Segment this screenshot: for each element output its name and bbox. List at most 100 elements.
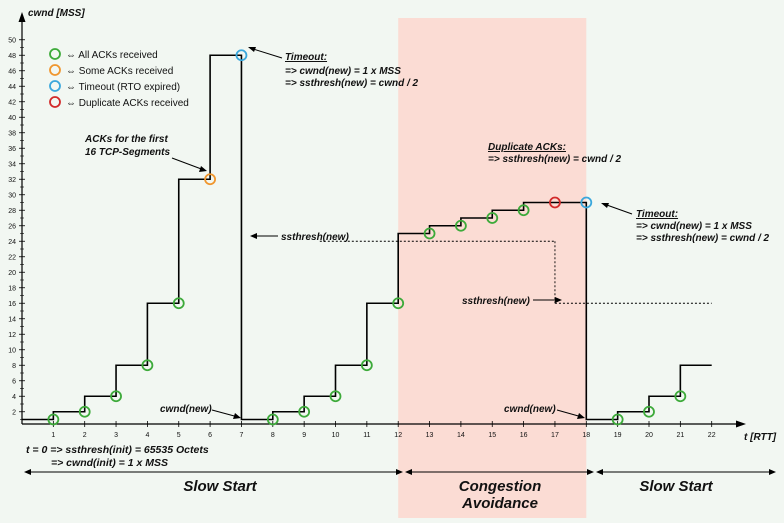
ack-marker-all xyxy=(329,390,342,403)
y-tick-label: 50 xyxy=(8,37,16,44)
x-axis-label: t [RTT] xyxy=(744,432,777,443)
x-axis-arrow-icon xyxy=(736,420,746,428)
ack-marker-all xyxy=(172,297,185,310)
timeout1-line2: => ssthresh(new) = cwnd / 2 xyxy=(285,78,419,89)
x-tick-label: 9 xyxy=(302,432,306,439)
ack-marker-all xyxy=(298,405,311,418)
x-tick-label: 11 xyxy=(363,432,370,439)
y-tick-label: 18 xyxy=(8,285,16,292)
y-tick-label: 2 xyxy=(12,409,16,416)
acks-first-line1: ACKs for the first xyxy=(84,134,168,145)
ack-marker-all xyxy=(360,359,373,372)
y-tick-label: 48 xyxy=(8,53,16,60)
x-tick-label: 4 xyxy=(145,432,149,439)
x-tick-label: 6 xyxy=(208,432,212,439)
ack-marker-all xyxy=(517,204,530,217)
ssthresh-new-pointer-1-arrow-icon xyxy=(250,233,257,239)
phase-arrow-slow-start-2-left-icon xyxy=(596,469,603,475)
ack-markers xyxy=(47,49,687,426)
legend-marker-all xyxy=(49,48,61,60)
ack-marker-all xyxy=(674,390,687,403)
ack-marker-all xyxy=(392,297,405,310)
y-tick-label: 12 xyxy=(8,332,16,339)
phase-congestion-line2: Avoidance xyxy=(461,495,538,512)
ack-marker-all xyxy=(110,390,122,403)
phase-arrow-congestion-right-icon xyxy=(587,469,594,475)
timeout2-line1: => cwnd(new) = 1 x MSS xyxy=(636,221,752,232)
ack-marker-all xyxy=(643,405,655,418)
x-tick-label: 7 xyxy=(239,432,243,439)
y-axis-arrow-icon xyxy=(18,12,26,22)
y-tick-label: 28 xyxy=(8,208,16,215)
ack-marker-dup xyxy=(549,196,561,209)
y-tick-label: 32 xyxy=(8,177,16,184)
ack-marker-all xyxy=(47,413,60,426)
y-tick-label: 38 xyxy=(8,130,16,137)
init-line2: => cwnd(init) = 1 x MSS xyxy=(51,457,168,469)
cwnd-new-pointer-2-arrow-icon xyxy=(577,413,585,419)
timeout1-line1: => cwnd(new) = 1 x MSS xyxy=(285,66,401,77)
x-tick-label: 21 xyxy=(676,432,684,439)
x-tick-label: 5 xyxy=(177,432,181,439)
y-tick-label: 6 xyxy=(12,378,16,385)
x-tick-label: 18 xyxy=(582,432,590,439)
y-tick-label: 30 xyxy=(8,192,16,199)
y-tick-label: 14 xyxy=(8,316,16,323)
ssthresh-new-label-2: ssthresh(new) xyxy=(462,296,530,307)
y-tick-label: 10 xyxy=(8,347,16,354)
cwnd-new-label-2: cwnd(new) xyxy=(504,404,556,415)
phase-arrow-slow-start-2-right-icon xyxy=(769,469,776,475)
ack-marker-all xyxy=(266,413,279,426)
cwnd-new-pointer-1-arrow-icon xyxy=(233,413,241,419)
y-tick-label: 20 xyxy=(8,270,16,277)
legend-label-dup: ⇔ Duplicate ACKs received xyxy=(66,98,189,109)
cwnd-step-line xyxy=(22,54,712,421)
phase-congestion-line1: Congestion xyxy=(459,478,542,495)
ack-marker-all xyxy=(454,219,467,232)
timeout1-pointer-arrow-icon xyxy=(248,47,256,52)
y-tick-label: 34 xyxy=(8,161,16,168)
y-tick-label: 44 xyxy=(8,84,16,91)
duplicate-title: Duplicate ACKs: xyxy=(488,142,566,153)
x-tick-label: 12 xyxy=(394,432,402,439)
phase-arrow-slow-start-1-right-icon xyxy=(396,469,403,475)
x-tick-label: 19 xyxy=(614,432,622,439)
init-line1: t = 0 => ssthresh(init) = 65535 Octets xyxy=(26,444,209,456)
y-tick-label: 36 xyxy=(8,146,16,153)
phase-arrow-congestion-left-icon xyxy=(405,469,412,475)
timeout1-pointer xyxy=(249,47,283,59)
x-tick-label: 10 xyxy=(332,432,340,439)
x-tick-label: 3 xyxy=(114,432,118,439)
legend: ⇔ All ACKs received ⇔ Some ACKs received… xyxy=(49,48,189,109)
x-tick-label: 22 xyxy=(708,432,716,439)
ack-marker-timeout xyxy=(580,196,593,209)
ssthresh-lines xyxy=(319,240,712,304)
ack-marker-all xyxy=(486,212,499,224)
x-tick-label: 17 xyxy=(551,432,559,439)
ack-marker-all xyxy=(423,227,436,240)
acks-first-pointer-arrow-icon xyxy=(199,166,207,172)
phase-slow-start-2: Slow Start xyxy=(639,478,713,495)
ack-marker-all xyxy=(78,405,91,418)
x-tick-label: 1 xyxy=(51,432,55,439)
x-tick-label: 16 xyxy=(520,432,528,439)
timeout2-line2: => ssthresh(new) = cwnd / 2 xyxy=(636,233,770,244)
y-ticks: 2468101214161820222426283032343638404244… xyxy=(8,37,25,420)
x-tick-label: 14 xyxy=(457,432,465,439)
y-tick-label: 40 xyxy=(8,115,16,122)
legend-label-timeout: ⇔ Timeout (RTO expired) xyxy=(66,82,180,93)
timeout2-pointer-arrow-icon xyxy=(601,203,609,208)
y-tick-label: 4 xyxy=(12,394,16,401)
x-tick-label: 20 xyxy=(645,432,653,439)
ack-marker-some xyxy=(204,173,217,186)
y-axis-label: cwnd [MSS] xyxy=(28,8,85,19)
duplicate-line1: => ssthresh(new) = cwnd / 2 xyxy=(488,154,622,165)
x-tick-label: 13 xyxy=(426,432,434,439)
ack-marker-all xyxy=(611,413,624,426)
x-tick-label: 15 xyxy=(488,432,496,439)
y-tick-label: 8 xyxy=(12,363,16,370)
legend-marker-dup xyxy=(49,96,61,108)
y-tick-label: 24 xyxy=(8,239,16,246)
timeout2-title: Timeout: xyxy=(636,209,678,220)
